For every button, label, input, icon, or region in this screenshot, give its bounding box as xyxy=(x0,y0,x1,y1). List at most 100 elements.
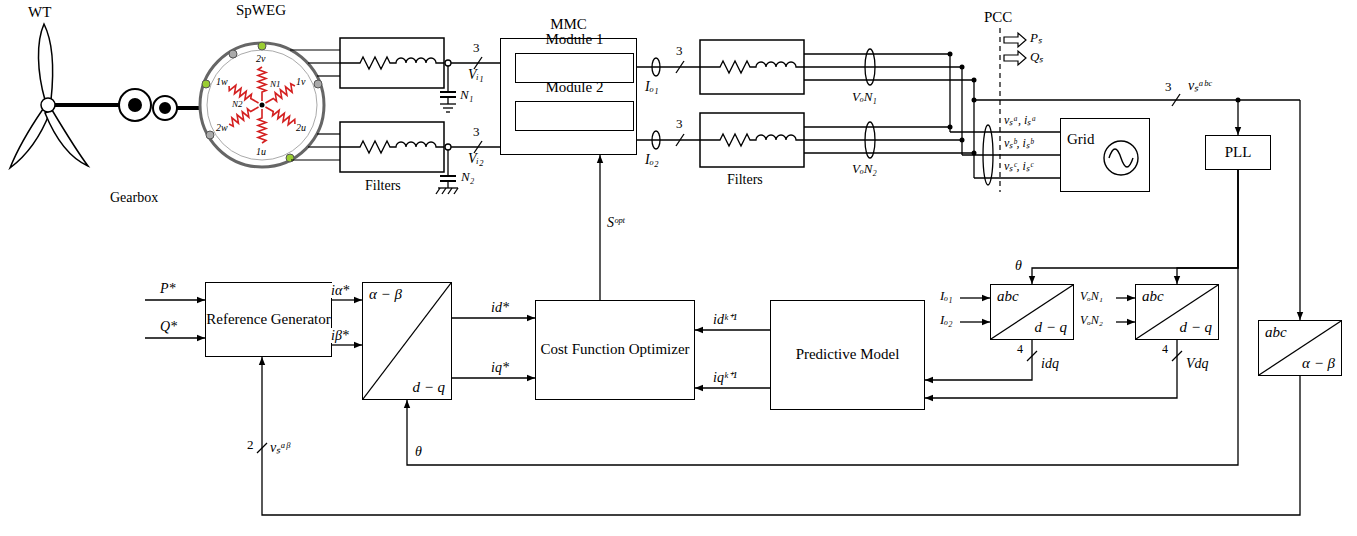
filter-symbol xyxy=(340,57,444,69)
signal-arrow xyxy=(599,155,600,300)
junction-dot xyxy=(972,151,977,156)
gearbox xyxy=(119,89,177,121)
generator xyxy=(206,131,214,139)
node-text: PLL xyxy=(1225,144,1252,161)
ac-wires xyxy=(676,134,684,146)
signal-arrow xyxy=(332,344,362,345)
gearbox xyxy=(153,96,177,120)
capacitor-ground xyxy=(443,107,453,108)
ac-wires xyxy=(637,139,700,140)
pcc-boundary xyxy=(999,28,1000,192)
signal-arrow xyxy=(407,170,1238,465)
process-box: Predictive Model xyxy=(770,300,925,410)
ac-source-symbol xyxy=(1104,141,1138,175)
annotation-label: 3 xyxy=(676,44,683,58)
annotation-label: 2 xyxy=(247,438,254,452)
capacitor-ground xyxy=(447,97,448,104)
annotation-label: 3 xyxy=(676,117,683,131)
filter-box xyxy=(340,122,444,172)
capacitor-ground xyxy=(447,181,448,188)
phase-wires xyxy=(291,159,340,160)
ac-wires xyxy=(962,154,1060,155)
annotation-label: Iₒ₁ xyxy=(645,79,659,94)
node-text: Cost Function Optimizer xyxy=(540,341,689,358)
filter-symbol xyxy=(700,134,804,146)
measurement-wire xyxy=(1299,100,1300,320)
junction-dot xyxy=(948,52,953,57)
measurement-wire xyxy=(1116,321,1135,322)
ac-source-symbol xyxy=(1109,149,1133,167)
annotation-label: Gearbox xyxy=(110,190,158,205)
signal-name: Sᵒᵖᵗ xyxy=(606,215,625,230)
signal-arrow xyxy=(332,299,362,300)
phase-wires xyxy=(308,146,340,147)
capacitor-ground xyxy=(447,150,448,176)
transform-box: abcd − q xyxy=(990,284,1074,340)
annotation-label: PCC xyxy=(984,9,1012,26)
generator xyxy=(258,42,266,50)
node-text: Module 2 xyxy=(516,79,633,96)
generator xyxy=(229,50,237,58)
annotation-label: Filters xyxy=(365,178,401,193)
capacitor-ground xyxy=(447,66,448,92)
measurement-wire xyxy=(974,99,1300,100)
capacitor-ground xyxy=(454,188,458,194)
signal-name: vₛᵅᵝ xyxy=(269,440,291,455)
process-box: Reference Generator xyxy=(205,282,332,357)
generator xyxy=(286,154,294,162)
capacitor-ground xyxy=(440,175,456,177)
generator xyxy=(202,80,210,88)
ac-wires xyxy=(804,79,974,80)
annotation-label: VₒN₂ xyxy=(1080,314,1103,327)
annotation-label: 1u xyxy=(256,146,266,157)
signal-name: idq xyxy=(1040,356,1060,371)
process-box: Cost Function Optimizer xyxy=(535,300,695,400)
annotation-label: VₒN₁ xyxy=(852,90,877,104)
filter-box xyxy=(700,40,804,94)
annotation-label: Vᵢ₁ xyxy=(468,67,484,82)
node-text: abc xyxy=(997,288,1019,305)
ac-wires xyxy=(652,131,660,149)
annotation-label: vₛᵃ, iₛᵃ xyxy=(1004,114,1036,127)
phase-wires xyxy=(317,75,340,76)
node-text: abc xyxy=(1265,324,1287,341)
signal-arrow xyxy=(452,317,535,318)
diagonal-divider xyxy=(363,283,451,399)
ac-wires xyxy=(973,80,974,178)
annotation-label: Iₒ₂ xyxy=(645,152,659,167)
generator xyxy=(314,80,322,88)
junction-dot xyxy=(948,125,953,130)
ac-wires xyxy=(949,54,950,132)
module-box: Module 2 xyxy=(515,101,634,131)
node-text: d − q xyxy=(1179,319,1212,336)
capacitor-ground xyxy=(436,188,440,194)
measurement-wire xyxy=(145,299,205,300)
ac-wires xyxy=(865,49,875,85)
capacitor-ground xyxy=(446,111,450,112)
signal-arrow xyxy=(695,329,770,330)
phase-wires xyxy=(290,49,340,50)
capacitor-ground xyxy=(440,103,456,104)
junction-dot xyxy=(960,65,965,70)
annotation-label: Q* xyxy=(160,319,177,334)
signal-arrow xyxy=(1177,170,1238,284)
dc-wires xyxy=(445,57,500,153)
signal-name: iα* xyxy=(330,283,350,298)
annotation-label: VₒN₁ xyxy=(1080,290,1103,303)
annotation-label: 3 xyxy=(1165,80,1172,94)
stator-winding xyxy=(258,109,266,143)
ac-wires xyxy=(974,177,1060,178)
annotation-label: 2w xyxy=(216,122,228,133)
node-text: abc xyxy=(1142,288,1164,305)
signal-name: iqᵏ⁺¹ xyxy=(712,370,738,385)
gearbox xyxy=(129,99,141,111)
gearbox xyxy=(160,103,170,113)
phase-wires xyxy=(308,62,340,63)
ac-wires xyxy=(804,139,962,140)
diagonal-divider xyxy=(1259,321,1341,375)
signal-arrow xyxy=(925,340,1032,380)
